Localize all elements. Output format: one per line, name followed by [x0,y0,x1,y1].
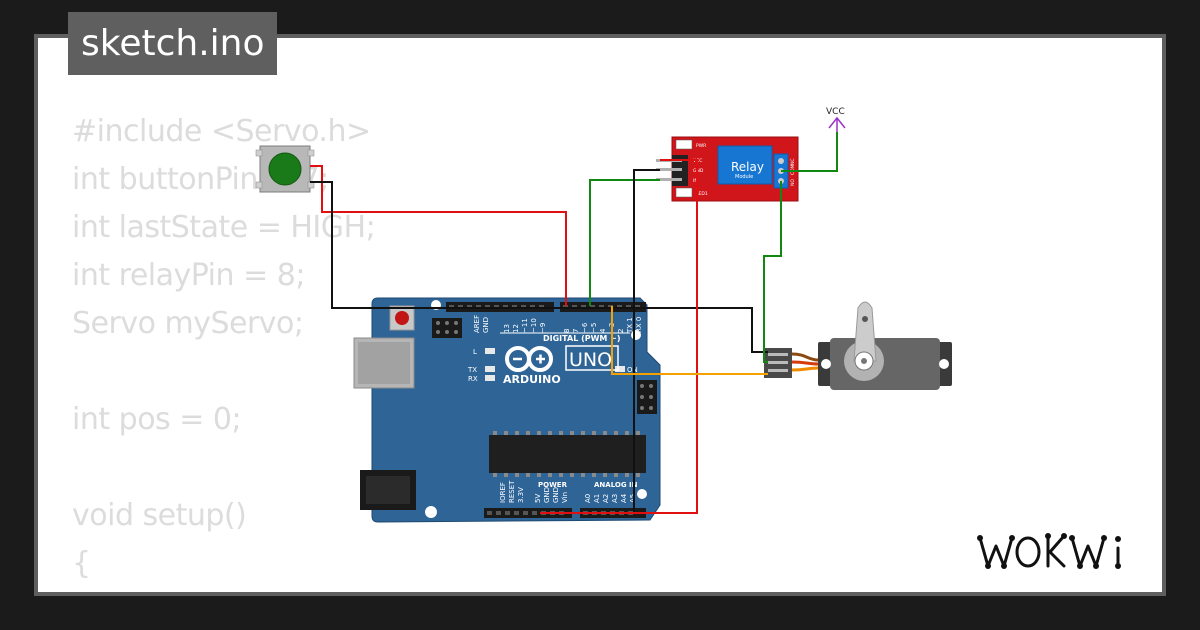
arduino-logo [505,346,553,372]
pin-label: RESET [508,480,516,503]
relay-pin-label: GND [693,168,704,174]
pin-label: 7 [572,329,580,333]
icsp-header-right [637,380,657,414]
pin-label: A4 [620,493,628,503]
wire-black-button-servo[interactable] [310,181,768,353]
led-rx [485,375,495,381]
pin-label: RX 0 [635,317,643,333]
led-tx [485,366,495,372]
code-line: { [72,546,91,581]
relay-led [675,139,693,150]
pin-label: 13 [503,324,511,333]
led-l [485,348,495,354]
pin-label: 4 [599,328,607,333]
wire-green-relay-servo[interactable] [763,181,782,363]
pin-label: ~9 [539,323,547,333]
servo-horn [853,301,877,362]
code-listing: #include <Servo.h>int buttonPin = 7;int … [72,108,406,592]
icsp-header [432,318,462,338]
servo-motor[interactable] [764,301,952,390]
led-label: RX [468,375,478,383]
wire-black-relay-gnd[interactable] [633,169,660,513]
pin-label: 12 [512,324,520,333]
pin-label: 2 [617,329,625,333]
wire-green-relay-in[interactable] [589,179,660,306]
code-line: int relayPin = 8; [72,258,305,293]
pin-label: TX 1 [626,317,634,334]
mount-hole [637,489,647,499]
wires [310,132,838,514]
wire-red-relay-vcc[interactable] [540,159,698,514]
pin-label: ~10 [530,318,538,333]
pin-label: 8 [563,329,571,333]
wire-red-button[interactable] [310,165,567,306]
power-label: POWER [538,481,568,489]
code-line: void setup() [72,498,247,533]
pin-label: ~6 [581,322,589,333]
arduino-logo-text: ARDUINO [503,373,561,386]
pin-label: GND [543,487,551,503]
pin-label: GND [482,317,490,333]
uno-label: UNO [569,349,612,371]
pin-label: GND [552,487,560,503]
atmega-chip [489,435,646,473]
pin-label: A3 [611,494,619,503]
mount-hole [425,506,437,518]
relay-pin-label: IN [693,178,698,184]
vcc-symbol: VCC [826,107,846,132]
pin-label: AREF [473,315,481,333]
relay-pin-label: PWR [696,143,706,149]
code-line: Servo myServo; [72,306,304,341]
wokwi-logo-mark [977,533,1121,569]
relay-subtitle: Module [735,174,753,180]
relay-title: Relay [731,160,764,174]
arduino-uno-board[interactable]: AREF GND 13 12 ~11 ~10 ~9 8 7 ~6 ~5 4 ~3… [353,297,661,523]
relay-pin-label: COM [790,164,796,175]
code-line: int pos = 0; [72,402,242,437]
vcc-label: VCC [826,107,845,117]
pin-label: Vin [561,492,569,503]
relay-module[interactable]: Relay Module NC COM NO PWR VCC GND IN LE… [656,136,799,202]
digital-label: DIGITAL (PWM ~) [543,334,621,343]
relay-pin-label: NO [790,179,796,186]
pin-label: A0 [584,494,592,503]
code-line: int lastState = HIGH; [72,210,376,245]
led-label: TX [467,366,477,374]
pin-label: 5V [534,494,542,503]
pin-label: A1 [593,494,601,503]
file-tab[interactable]: sketch.ino [68,12,278,75]
relay-pin-label: NC [790,158,796,165]
pin-label: IOREF [499,482,507,503]
pin-label: ~5 [590,323,598,333]
relay-led [675,187,693,198]
relay-block [717,145,773,185]
pin-label: ~11 [521,318,529,333]
wire-green-vcc[interactable] [781,132,838,172]
led-on [615,366,625,372]
led-label: ON [627,366,638,374]
push-button[interactable] [255,145,315,193]
led-label: L [473,348,477,356]
uno-box [565,345,619,371]
code-line: #include <Servo.h> [72,114,371,149]
analog-label: ANALOG IN [594,481,638,489]
relay-pin-label: LED1 [696,191,708,197]
wire-orange-servo-signal[interactable] [611,306,768,375]
pin-label: 3.3V [517,487,525,503]
pin-label: A2 [602,494,610,503]
wokwi-logo [976,522,1152,578]
